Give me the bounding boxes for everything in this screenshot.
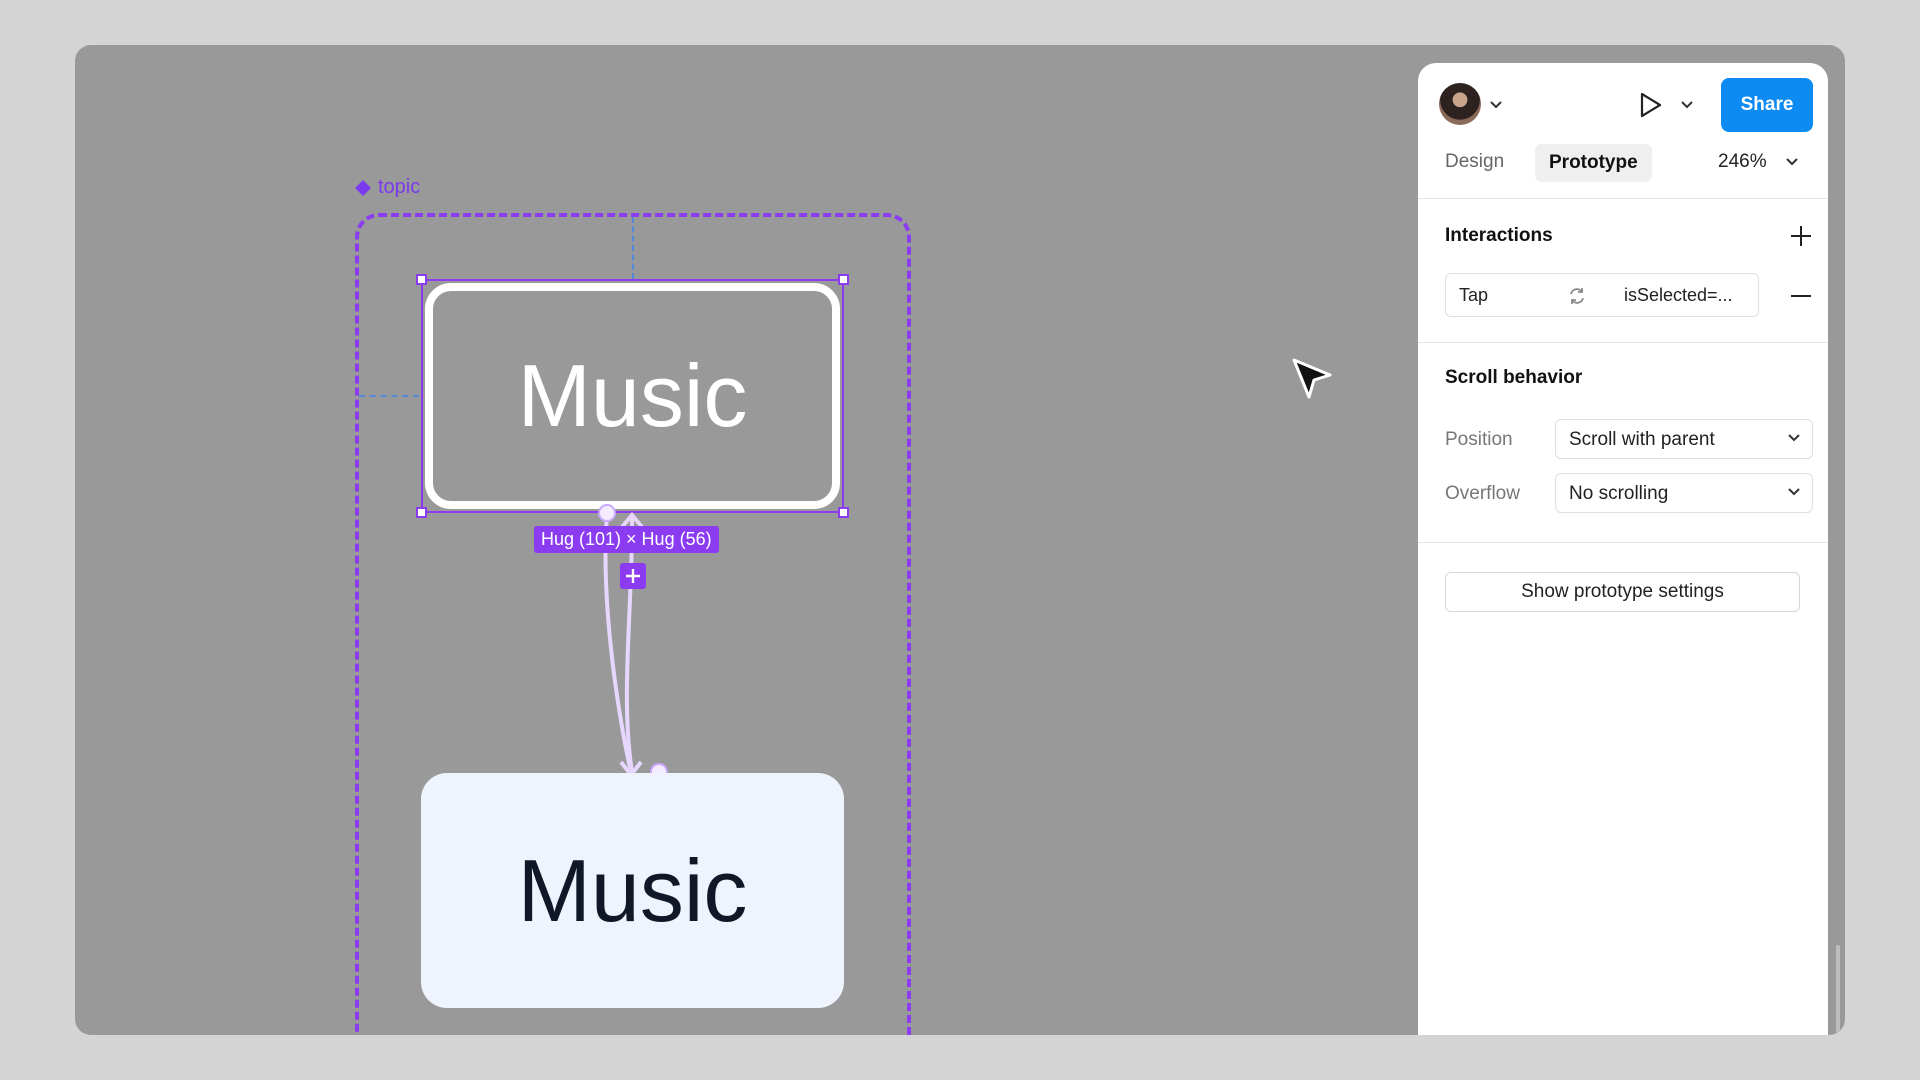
plus-icon xyxy=(626,569,640,583)
selection-box[interactable] xyxy=(416,274,849,518)
music-variant[interactable]: Music xyxy=(421,773,844,1008)
position-value: Scroll with parent xyxy=(1569,429,1715,450)
interaction-trigger: Tap xyxy=(1459,285,1489,305)
interactions-section: Interactions Tap isSelected=... xyxy=(1418,199,1828,343)
music-label: Music xyxy=(517,346,748,445)
panel-scrollbar[interactable] xyxy=(1836,945,1840,1033)
overflow-select[interactable]: No scrolling xyxy=(1555,473,1813,513)
resize-handle-bottom-right[interactable] xyxy=(838,507,849,518)
chevron-down-icon xyxy=(1788,488,1800,496)
tab-prototype[interactable]: Prototype xyxy=(1535,144,1652,182)
panel-header: Share Design Prototype 246% xyxy=(1418,63,1828,199)
frame-label[interactable]: topic xyxy=(354,176,420,199)
scroll-behavior-section: Scroll behavior Position Scroll with par… xyxy=(1418,343,1828,543)
prototype-connection[interactable] xyxy=(75,45,1075,845)
size-badge: Hug (101) × Hug (56) xyxy=(534,526,719,553)
scroll-behavior-title: Scroll behavior xyxy=(1445,367,1583,388)
spacing-guide-horizontal xyxy=(359,395,419,397)
interactions-title: Interactions xyxy=(1445,225,1553,246)
add-interaction-icon[interactable] xyxy=(1790,225,1812,247)
cursor-arrow-icon xyxy=(1292,358,1332,399)
properties-panel: Share Design Prototype 246% Interactions… xyxy=(1418,63,1828,1035)
interaction-row[interactable]: Tap isSelected=... xyxy=(1445,273,1759,317)
show-prototype-settings-button[interactable]: Show prototype settings xyxy=(1445,572,1800,612)
chevron-down-icon[interactable] xyxy=(1490,101,1502,109)
change-to-icon xyxy=(1570,288,1584,304)
frame-label-text: topic xyxy=(378,176,421,198)
spacing-guide-vertical xyxy=(632,217,634,279)
chevron-down-icon[interactable] xyxy=(1786,158,1798,166)
music-label: Music xyxy=(517,840,748,940)
position-select[interactable]: Scroll with parent xyxy=(1555,419,1813,459)
zoom-level[interactable]: 246% xyxy=(1718,151,1767,172)
tab-design[interactable]: Design xyxy=(1445,151,1505,172)
chevron-down-icon xyxy=(1788,434,1800,442)
add-connection-button[interactable] xyxy=(620,563,646,589)
remove-interaction-icon[interactable] xyxy=(1790,294,1812,298)
overflow-label: Overflow xyxy=(1445,483,1520,504)
selected-music-variant[interactable]: Music xyxy=(425,283,840,509)
avatar[interactable] xyxy=(1439,83,1481,125)
interaction-action: isSelected=... xyxy=(1624,285,1733,305)
overflow-value: No scrolling xyxy=(1569,483,1669,504)
share-button[interactable]: Share xyxy=(1721,78,1813,132)
app-window: topic Music Hug (101) × Hug (56) Music xyxy=(75,45,1845,1035)
play-icon[interactable] xyxy=(1639,92,1663,118)
component-icon xyxy=(355,179,371,196)
resize-handle-top-left[interactable] xyxy=(416,274,427,285)
topic-frame[interactable] xyxy=(355,213,911,1035)
position-label: Position xyxy=(1445,429,1513,450)
chevron-down-icon[interactable] xyxy=(1681,101,1693,109)
resize-handle-top-right[interactable] xyxy=(838,274,849,285)
resize-handle-bottom-left[interactable] xyxy=(416,507,427,518)
